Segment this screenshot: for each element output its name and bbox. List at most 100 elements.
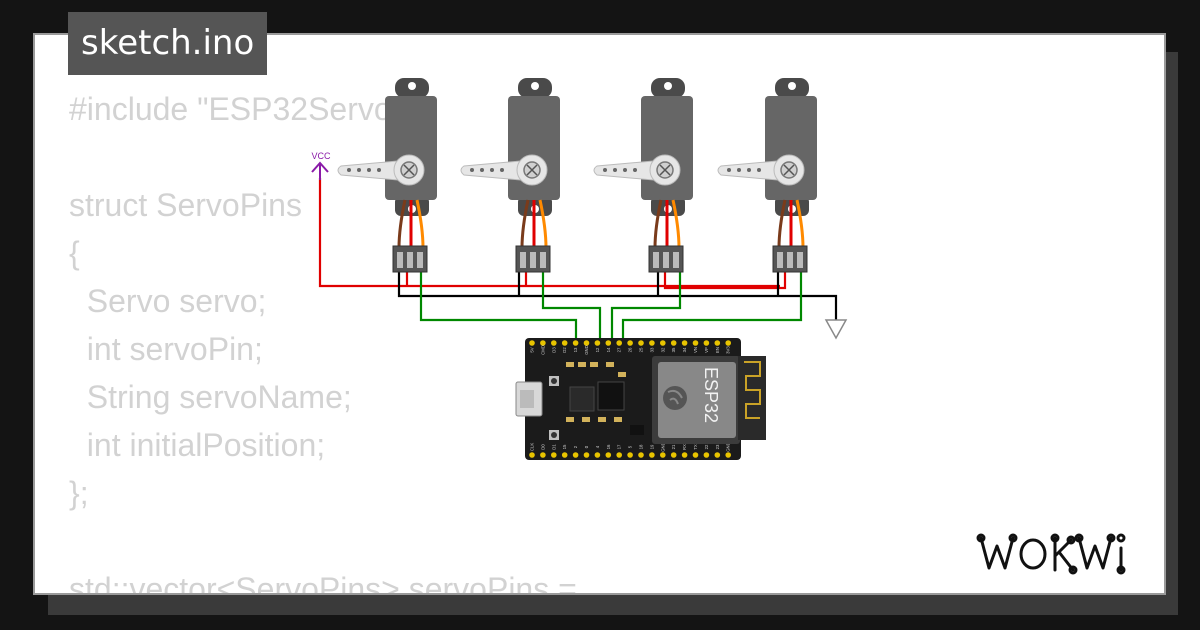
pin-header [703,452,710,458]
pin-label: 2 [573,445,578,448]
pin-header [561,452,568,458]
espressif-logo-icon [663,386,687,410]
pin-label: 25 [639,347,644,352]
pin-label: 18 [639,444,644,449]
code-line: std::vector<ServoPins> servoPins = [69,571,577,595]
pin-header [638,340,644,346]
antenna [738,356,766,440]
pin-header [725,452,731,458]
file-tab[interactable]: sketch.ino [68,12,268,75]
pin-header [660,340,666,346]
wire-vcc [663,270,787,290]
code-line: int servoPin; [69,331,263,367]
pin-header [681,340,688,346]
pin-label: 3V3 [726,346,731,354]
pin-label: RX [682,444,687,450]
pin-label: 26 [628,347,633,352]
pin-header [649,452,655,458]
pin-label: 22 [704,444,709,449]
pin-label: 35 [671,347,676,352]
pin-header [681,452,688,458]
code-line: int initialPosition; [69,427,326,463]
code-line: String servoName; [69,379,352,415]
pin-header [583,340,590,346]
pin-label: GND [584,345,589,355]
pin-label: 33 [649,347,654,352]
pin-header [638,452,644,458]
pin-header [540,340,546,346]
ground-symbol [824,319,848,340]
wire-signal-1 [419,270,578,340]
code-line: { [69,235,80,271]
pin-header [649,340,655,346]
pin-label: 23 [715,444,720,449]
pin-label: D0 [540,444,545,450]
pin-label: TX [693,444,698,450]
wires [318,178,838,340]
servos [337,78,817,273]
pin-label: D3 [551,347,556,353]
pin-header [551,340,557,346]
pin-label: 14 [606,347,611,352]
servo-4 [717,78,817,273]
pin-header [572,340,579,346]
pin-label: EN [715,347,720,353]
pin-label: 21 [671,444,676,449]
pin-label: CMD [540,345,545,355]
pin-label: GND [660,442,665,452]
pin-label: 19 [649,444,654,449]
pin-header [529,340,535,346]
pin-header [572,452,579,458]
pin-label: VP [704,347,709,353]
wire-signal-4 [621,270,803,340]
pin-header [529,452,535,458]
pin-label: 27 [617,347,622,352]
vcc-label: VCC [311,151,331,161]
pin-header [594,340,601,346]
code-line: }; [69,475,89,511]
pin-header [670,452,677,458]
pin-header [670,340,677,346]
pin-header [561,340,568,346]
pin-header [660,452,666,458]
pin-header [714,340,721,346]
pin-header [605,452,612,458]
pin-label: 12 [595,347,600,352]
pin-label: D1 [551,444,556,450]
pin-header [616,452,622,458]
pin-header [703,340,710,346]
file-tab-label: sketch.ino [81,23,255,63]
wire-vcc [318,178,400,288]
pin-label: 15 [562,444,567,449]
code-line: struct ServoPins [69,187,302,223]
pin-header [714,452,721,458]
pin-label: 16 [606,444,611,449]
wire-signal-3 [610,270,682,340]
pin-header [725,340,731,346]
wire-signal-2 [541,270,602,340]
pin-label: 0 [584,445,589,448]
servo-2 [460,78,560,273]
servo-3 [593,78,693,273]
pin-header [692,452,699,458]
pin-header [627,452,633,458]
pin-label: 17 [617,444,622,449]
wire-gnd [397,270,838,320]
pin-label: 34 [682,347,687,352]
pin-label: D2 [562,347,567,353]
esp32-label: ESP32 [701,367,721,423]
wokwi-logo [976,533,1126,575]
pin-header [583,452,590,458]
pin-header [605,340,612,346]
pin-header [540,452,546,458]
pin-label: CLK [530,443,535,451]
vcc-marker: VCC [311,151,331,180]
pin-label: 4 [595,445,600,448]
servo-1 [337,78,437,273]
pin-label: VN [693,347,698,353]
pin-label: 5V [530,347,535,352]
pin-label: 13 [573,347,578,352]
